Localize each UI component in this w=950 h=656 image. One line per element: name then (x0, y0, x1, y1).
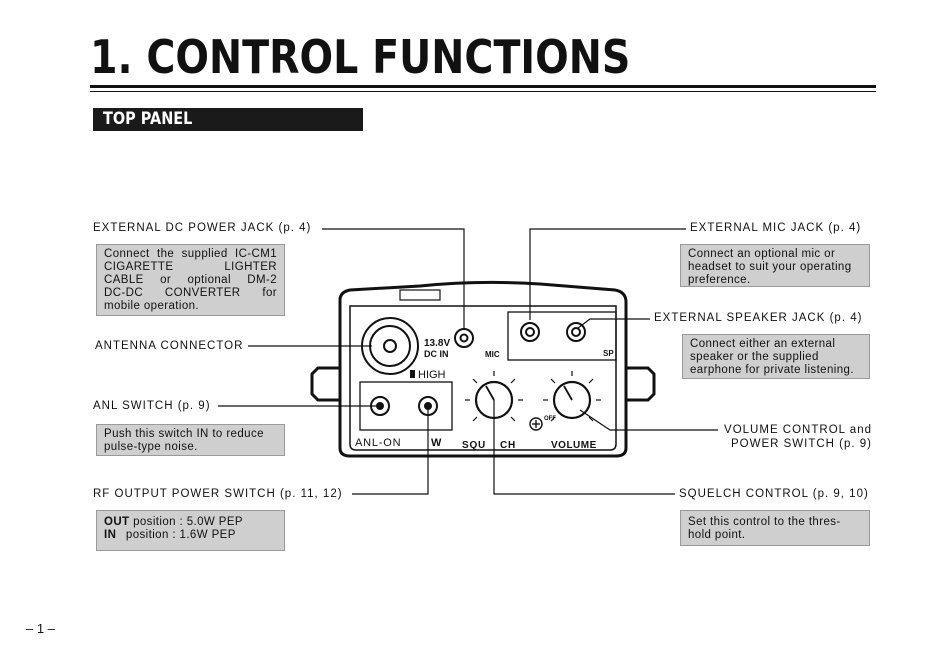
box-mic-line: Connect an optional mic or (688, 248, 836, 260)
panel-off: OFF (544, 416, 556, 422)
panel-squelch-right: CH (500, 440, 516, 451)
panel-anl-on: ANL-ON (355, 437, 401, 449)
box-anl-line: pulse-type noise. (104, 441, 198, 453)
volume-leader (579, 409, 718, 431)
radio-body (310, 280, 656, 458)
label-mic-jack: EXTERNAL MIC JACK (p. 4) (690, 222, 862, 234)
label-speaker-jack: EXTERNAL SPEAKER JACK (p. 4) (654, 312, 863, 324)
label-anl-switch: ANL SWITCH (p. 9) (93, 400, 211, 412)
box-speaker-line: Connect either an external (690, 338, 836, 350)
rf-power-switch-icon (418, 396, 438, 416)
label-antenna: ANTENNA CONNECTOR (95, 340, 244, 352)
volume-knob-icon (543, 371, 601, 422)
panel-dc-in: DC IN (424, 349, 449, 359)
box-mic-line: headset to suit your operating (688, 261, 852, 273)
box-rf-row1-key: OUT (104, 516, 130, 528)
box-rf-row1: OUT position : 5.0W PEP (104, 516, 277, 529)
description-box-dc: Connect the supplied IC-CM1 CIGARETTE LI… (96, 244, 285, 316)
squelch-leader (493, 400, 675, 495)
box-dc-line: Connect the supplied IC-CM1 (104, 248, 277, 260)
box-speaker-line: speaker or the supplied (690, 351, 819, 363)
label-volume-line1: VOLUME CONTROL and (724, 424, 872, 436)
dc-jack-leader (322, 228, 465, 330)
leader-lines (218, 228, 718, 495)
box-rf-row2: IN position : 1.6W PEP (104, 529, 277, 542)
title-rule-thick (90, 85, 876, 88)
description-box-speaker: Connect either an external speaker or th… (682, 334, 870, 379)
description-box-rf: OUT position : 5.0W PEP IN position : 1.… (96, 510, 285, 551)
description-box-mic: Connect an optional mic or headset to su… (680, 244, 870, 287)
page-title: 1. CONTROL FUNCTIONS (90, 30, 631, 84)
section-heading-text: TOP PANEL (103, 109, 193, 129)
description-box-anl: Push this switch IN to reduce pulse-type… (96, 424, 285, 456)
box-rf-row2-text: position : 1.6W PEP (125, 529, 236, 541)
panel-low: W (431, 437, 442, 449)
label-dc-jack: EXTERNAL DC POWER JACK (p. 4) (93, 222, 312, 234)
box-anl-line: Push this switch IN to reduce (104, 428, 264, 440)
label-volume-line2: POWER SWITCH (p. 9) (730, 438, 872, 450)
label-squelch: SQUELCH CONTROL (p. 9, 10) (679, 488, 869, 500)
antenna-connector-icon (361, 317, 419, 375)
dc-jack-icon (454, 328, 474, 348)
description-box-squelch: Set this control to the thres- hold poin… (680, 510, 870, 546)
box-dc-line: DC-DC CONVERTER for (104, 287, 277, 299)
anl-switch-icon (370, 396, 390, 416)
panel-squelch-left: SQU (462, 440, 486, 451)
box-rf-row2-key: IN (104, 529, 117, 541)
box-mic-line: preference. (688, 274, 751, 286)
high-marker-icon (410, 370, 415, 378)
panel-sp: SP (603, 349, 614, 358)
box-rf-row1-text: position : 5.0W PEP (133, 516, 243, 528)
squelch-knob-icon (465, 371, 523, 422)
label-rf-output: RF OUTPUT POWER SWITCH (p. 11, 12) (93, 488, 343, 500)
box-speaker-line: earphone for private listening. (690, 364, 854, 376)
box-dc-line: mobile operation. (104, 300, 200, 312)
panel-dc-mark: 13.8V (424, 338, 450, 349)
panel-mic: MIC (485, 350, 500, 359)
box-squelch-line: hold point. (688, 529, 746, 541)
box-dc-line: CIGARETTE LIGHTER (104, 261, 277, 273)
mic-jack-leader (529, 228, 686, 320)
screw-icon (529, 417, 543, 431)
title-rule-thin (90, 91, 876, 92)
panel-volume: VOLUME (551, 440, 597, 451)
speaker-jack-icon (566, 322, 586, 342)
page-number: – 1 – (26, 621, 55, 636)
section-heading: TOP PANEL (93, 108, 363, 131)
box-squelch-line: Set this control to the thres- (688, 516, 841, 528)
speaker-jack-leader (577, 318, 650, 329)
rf-output-leader (352, 408, 429, 495)
mic-jack-icon (520, 322, 540, 342)
panel-high: HIGH (418, 369, 446, 381)
box-dc-line: CABLE or optional DM-2 (104, 274, 277, 286)
